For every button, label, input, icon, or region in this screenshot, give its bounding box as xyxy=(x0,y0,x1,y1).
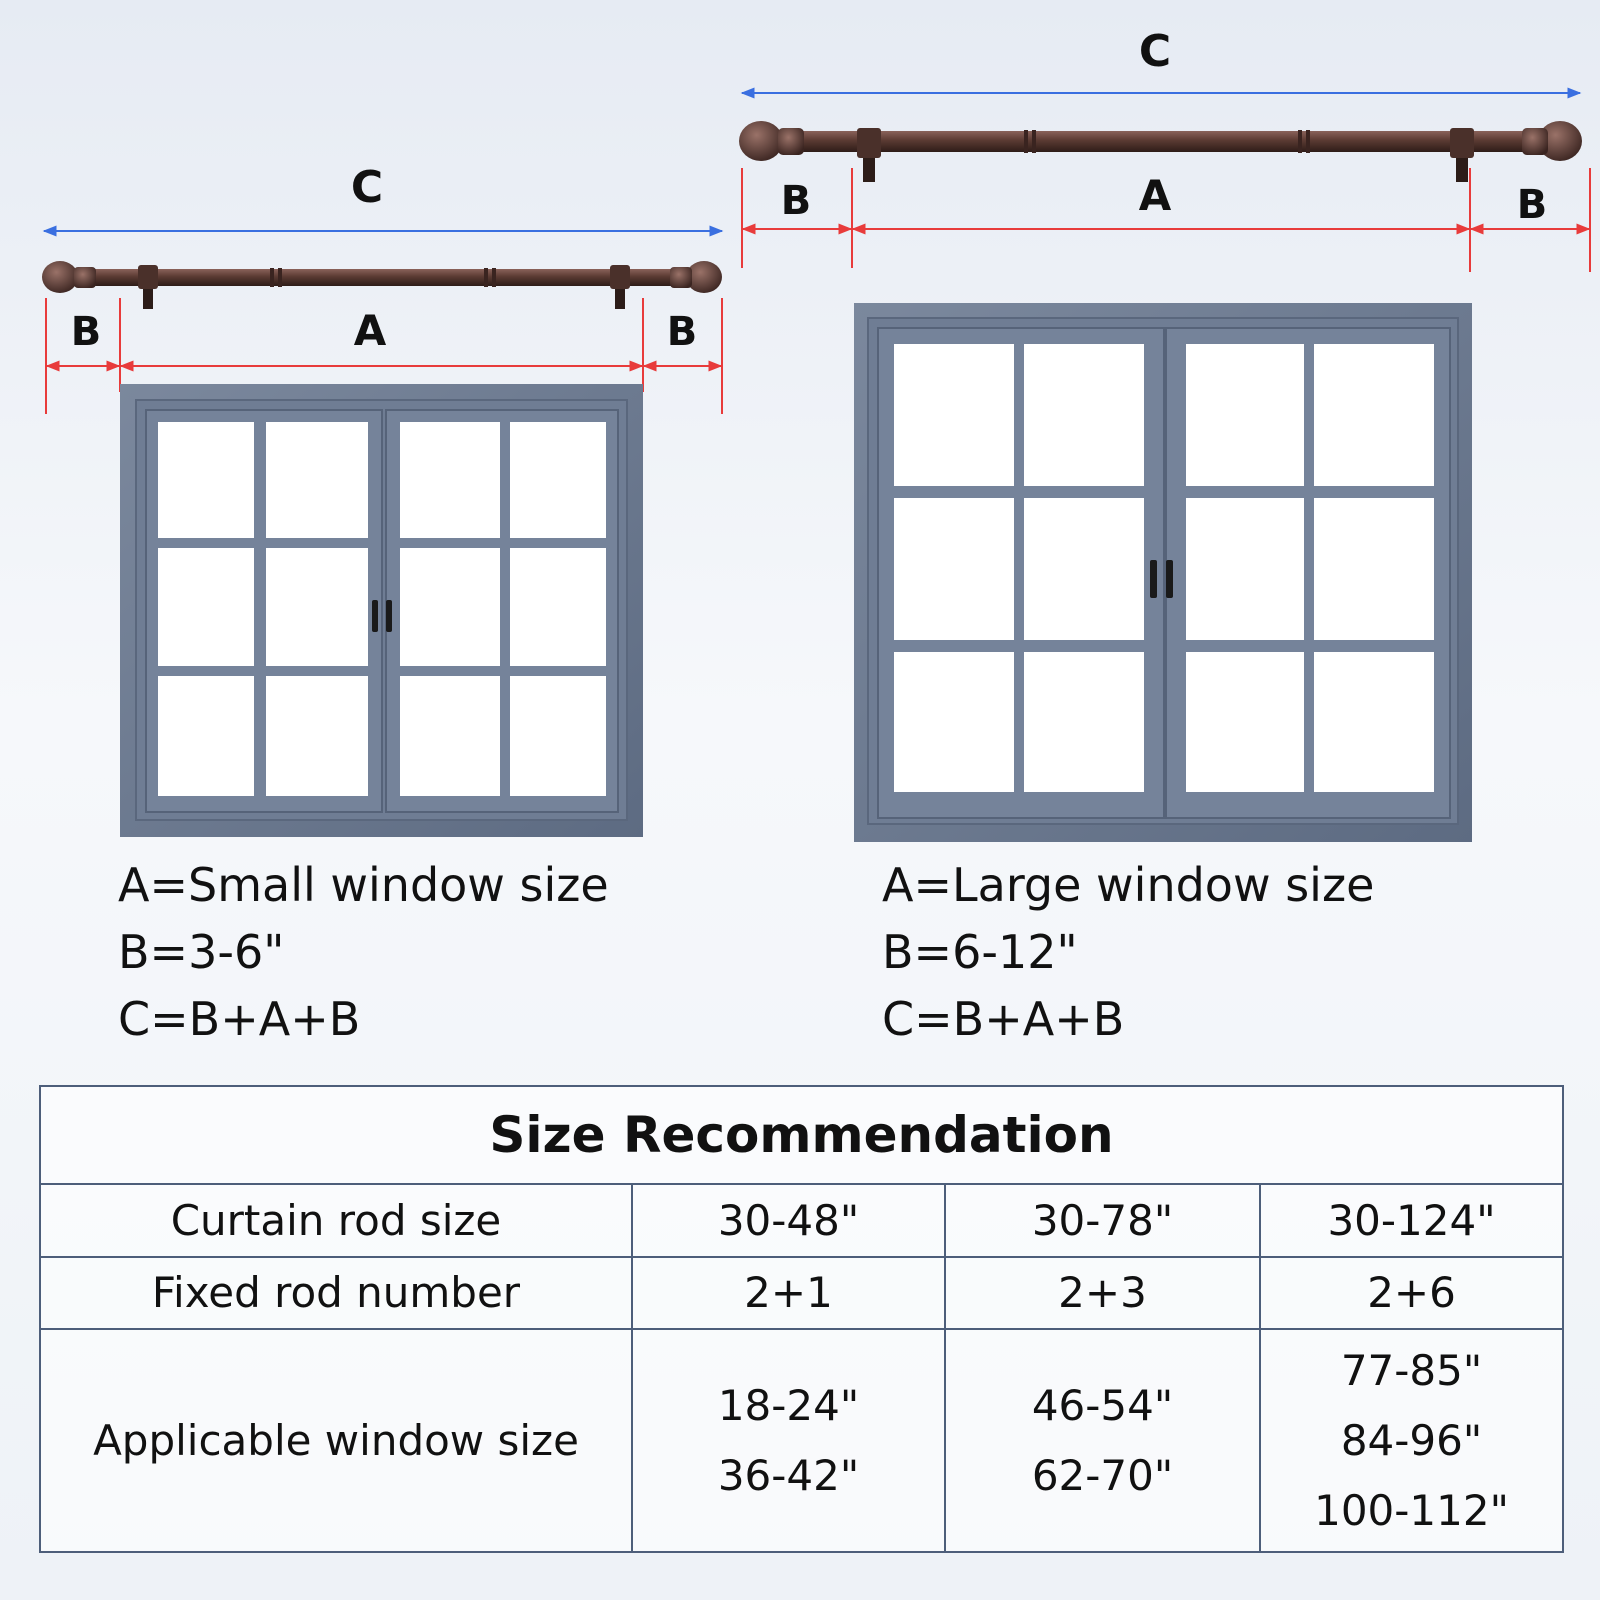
small-label-b-left: B xyxy=(71,309,102,355)
window-size-value: 62-70" xyxy=(1031,1450,1174,1500)
table-row: Applicable window size 18-24" 36-42" 46-… xyxy=(39,1328,1565,1553)
small-label-b-right: B xyxy=(667,309,698,355)
large-caption-line-b: B=6-12" xyxy=(882,925,1078,979)
curtain-rod-diagram: C B A B xyxy=(42,26,1591,842)
row-label-applicable-window-size: Applicable window size xyxy=(39,1328,633,1553)
row-label-fixed-rod-number: Fixed rod number xyxy=(39,1255,633,1331)
table-title: Size Recommendation xyxy=(38,1084,1565,1186)
large-curtain-rod xyxy=(739,121,1582,182)
table-cell: 30-124" xyxy=(1258,1183,1565,1258)
window-size-value: 18-24" xyxy=(717,1380,860,1430)
large-caption-line-a: A=Large window size xyxy=(882,858,1375,912)
window-size-value: 77-85" xyxy=(1340,1345,1483,1395)
window-size-value: 100-112" xyxy=(1314,1485,1509,1535)
large-window-group: C B A B xyxy=(739,26,1591,842)
small-label-a: A xyxy=(354,306,387,355)
table-cell: 30-48" xyxy=(631,1183,946,1258)
small-label-c: C xyxy=(351,162,383,213)
table-cell: 2+3 xyxy=(944,1255,1261,1331)
table-row: Fixed rod number 2+1 2+3 2+6 xyxy=(39,1255,1565,1331)
small-window-group: C B A B xyxy=(42,162,724,837)
small-window xyxy=(120,384,643,837)
small-caption-line-a: A=Small window size xyxy=(118,858,609,912)
small-caption-line-b: B=3-6" xyxy=(118,925,285,979)
size-recommendation-table: Size Recommendation Curtain rod size 30-… xyxy=(38,1084,1565,1553)
large-window xyxy=(854,303,1472,842)
large-label-a: A xyxy=(1139,171,1172,220)
table-cell: 30-78" xyxy=(944,1183,1261,1258)
table-cell: 18-24" 36-42" xyxy=(631,1328,946,1553)
large-caption-line-c: C=B+A+B xyxy=(882,992,1125,1046)
row-label-rod-size: Curtain rod size xyxy=(39,1183,633,1258)
table-cell: 46-54" 62-70" xyxy=(944,1328,1261,1553)
table-cell: 2+6 xyxy=(1258,1255,1565,1331)
small-caption-line-c: C=B+A+B xyxy=(118,992,361,1046)
window-size-value: 36-42" xyxy=(717,1450,860,1500)
window-size-value: 46-54" xyxy=(1031,1380,1174,1430)
window-size-value: 84-96" xyxy=(1340,1415,1483,1465)
large-label-b-left: B xyxy=(781,178,812,224)
small-curtain-rod xyxy=(42,261,722,309)
table-cell: 77-85" 84-96" 100-112" xyxy=(1258,1328,1565,1553)
large-label-c: C xyxy=(1139,26,1171,77)
small-window-caption: A=Small window size B=3-6" C=B+A+B xyxy=(118,852,609,1053)
large-label-b-right: B xyxy=(1517,182,1548,228)
table-row: Curtain rod size 30-48" 30-78" 30-124" xyxy=(39,1183,1565,1258)
table-cell: 2+1 xyxy=(631,1255,946,1331)
large-window-caption: A=Large window size B=6-12" C=B+A+B xyxy=(882,852,1374,1053)
